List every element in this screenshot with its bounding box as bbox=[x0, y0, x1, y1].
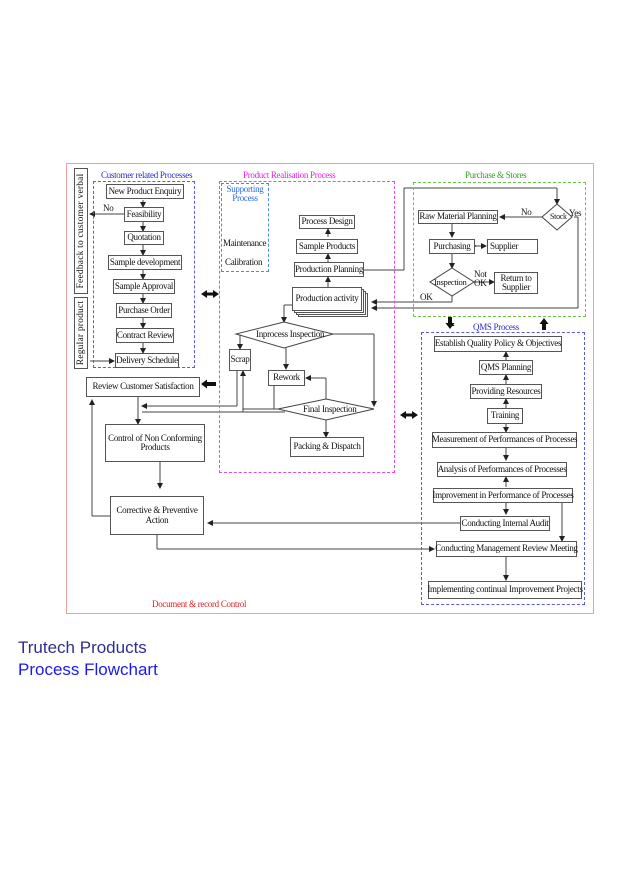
qms-step-box: QMS Planning bbox=[479, 360, 533, 375]
raw-material-planning-box: Raw Material Planning bbox=[418, 210, 498, 224]
ok-label: OK bbox=[420, 292, 433, 302]
inspection-diamond bbox=[429, 267, 475, 297]
final-inspection-diamond bbox=[277, 398, 375, 421]
customer-processes-title: Customer related Processes bbox=[101, 170, 193, 180]
qms-step-box: Implementing continual Improvement Proje… bbox=[427, 581, 583, 599]
regular-product-label: Regular product bbox=[74, 297, 88, 369]
feedback-label: Feedback to customer verbal bbox=[74, 168, 88, 294]
document-control-label: Document & record Control bbox=[152, 599, 247, 609]
flowchart-title: Process Flowchart bbox=[18, 660, 158, 679]
corrective-action-box: Corrective & Preventive Action bbox=[110, 496, 204, 535]
bold-arrow-left-icon bbox=[201, 379, 216, 389]
purchase-order-box: Purchase Order bbox=[116, 303, 172, 318]
bold-arrow-up-icon bbox=[539, 318, 549, 330]
qms-step-box: Training bbox=[487, 408, 523, 424]
feasibility-box: Feasibility bbox=[124, 207, 164, 222]
rework-box: Rework bbox=[268, 370, 305, 386]
supporting-process-group bbox=[221, 183, 269, 272]
review-customer-satisfaction-box: Review Customer Satisfaction bbox=[86, 377, 200, 397]
qms-step-box: Conducting Internal Audit bbox=[460, 516, 550, 531]
process-design-box: Process Design bbox=[299, 215, 355, 229]
sample-approval-box: Sample Approval bbox=[113, 279, 175, 294]
new-product-enquiry-box: New Product Enquiry bbox=[106, 184, 184, 199]
inspection-label: Inspection bbox=[434, 277, 467, 287]
document-control-frame bbox=[66, 163, 594, 614]
return-to-supplier-box: Return to Supplier bbox=[494, 272, 538, 294]
stock-no-label: No bbox=[521, 207, 532, 217]
supplier-box: Supplier bbox=[487, 239, 538, 254]
qms-step-box: Analysis of Performances of Processes bbox=[437, 462, 567, 477]
bold-arrow-down-icon bbox=[445, 317, 455, 329]
delivery-schedule-box: Delivery Schedule bbox=[115, 353, 179, 368]
company-title: Trutech Products bbox=[18, 638, 147, 657]
purchasing-box: Purchasing bbox=[429, 239, 475, 254]
qms-process-title: QMS Process bbox=[473, 322, 519, 332]
final-inspection-label: Final Inspection bbox=[303, 404, 357, 414]
sample-products-box: Sample Products bbox=[296, 239, 358, 254]
control-nonconforming-box: Control of Non Conforming Products bbox=[105, 424, 205, 462]
supporting-process-title: Supporting Process bbox=[226, 184, 264, 204]
quotation-box: Quotation bbox=[124, 231, 164, 245]
stock-yes-label: Yes bbox=[569, 208, 582, 218]
product-realisation-group bbox=[219, 181, 395, 473]
production-planning-box: Production Planning bbox=[294, 262, 364, 277]
product-realisation-title: Product Realisation Process bbox=[243, 170, 336, 180]
stock-diamond bbox=[541, 203, 573, 231]
qms-step-box: Providing Resources bbox=[470, 384, 542, 399]
maintenance-label: Maintenance bbox=[223, 238, 267, 248]
not-ok-label: Not OK bbox=[474, 269, 487, 289]
sample-development-box: Sample development bbox=[108, 255, 182, 270]
qms-process-group bbox=[421, 332, 585, 605]
production-activity-box: Production activity bbox=[292, 287, 362, 311]
scrap-box: Scrap bbox=[229, 349, 251, 371]
qms-step-box: Conducting Management Review Meeting bbox=[435, 541, 578, 557]
calibration-label: Calibration bbox=[225, 257, 263, 267]
stock-label: Stock bbox=[550, 212, 567, 221]
bidirectional-arrow-icon bbox=[400, 411, 418, 419]
bidirectional-arrow-icon bbox=[201, 290, 219, 298]
qms-step-box: Improvement in Performance of Processes bbox=[432, 488, 574, 503]
purchase-stores-group bbox=[413, 182, 586, 317]
inprocess-inspection-diamond bbox=[234, 321, 335, 349]
qms-step-box: Measurement of Performances of Processes bbox=[432, 432, 578, 448]
purchase-stores-title: Purchase & Stores bbox=[465, 170, 527, 180]
packing-dispatch-box: Packing & Dispatch bbox=[290, 437, 364, 457]
contract-review-box: Contract Review bbox=[116, 328, 174, 343]
inprocess-inspection-label: Inprocess Inspection bbox=[256, 329, 325, 339]
no-label: No bbox=[103, 203, 114, 213]
qms-step-box: Establish Quality Policy & Objectives bbox=[434, 336, 562, 352]
